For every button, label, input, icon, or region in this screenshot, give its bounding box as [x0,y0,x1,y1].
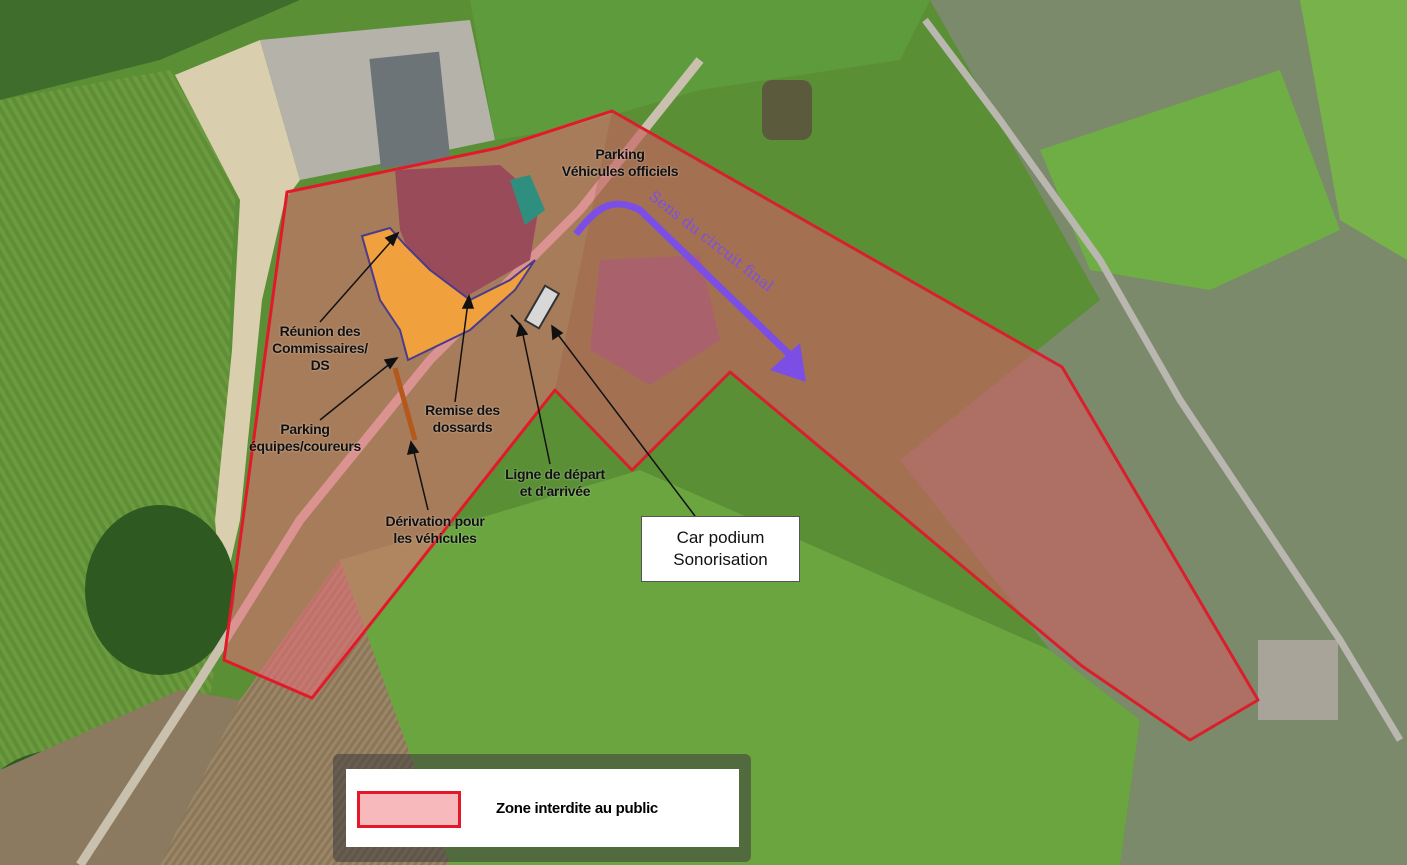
label-reunion: Réunion des Commissaires/ DS [272,323,368,373]
cemetery [1258,640,1338,720]
arrow-podium [555,331,696,517]
label-remise: Remise des dossards [425,402,500,435]
label-derivation: Dérivation pour les véhicules [385,513,485,546]
podium-car-marker [523,284,561,330]
legend-zone-label: Zone interdite au public [496,800,658,817]
teal-roof [510,175,545,225]
arrow-remise-head [461,294,475,309]
start-line-marker [510,314,521,326]
quarry-area [175,40,300,600]
arrow-remise [454,301,469,403]
arrow-ligne-head [515,322,529,337]
field-northwest [0,0,300,100]
arrow-podium-head [551,324,564,341]
village-road [922,17,1404,742]
legend-zone-swatch [357,791,461,828]
podium-line-2: Sonorisation [673,550,768,569]
main-building [395,165,540,300]
circuit-arrow-head [770,343,806,382]
label-parking-officiels: Parking Véhicules officiels [561,146,679,179]
warehouse-roof [369,51,451,169]
arrow-parking-head [383,356,399,370]
depot-building [590,255,720,385]
forbidden-zone-corridor [555,111,1258,740]
arrow-parking-equipes [319,361,393,421]
pond [762,80,812,140]
field-east [1300,0,1407,260]
team-parking-area [360,226,536,362]
arrow-reunion-head [384,231,400,247]
podium-callout: Car podium Sonorisation [641,516,800,582]
label-parking-equipes: Parking équipes/coureurs [249,421,361,454]
arrow-ligne [521,329,551,465]
label-ligne: Ligne de départ et d'arrivée [505,466,605,499]
arrow-derivation [412,447,429,511]
field-northeast [1040,70,1340,290]
field-north [470,0,930,140]
field-southwest [0,690,240,865]
circuit-direction-arrow [573,200,793,358]
tree-clump [85,505,235,675]
arrow-reunion [319,236,396,323]
deviation-line [392,367,418,441]
podium-line-1: Car podium [676,528,765,547]
arrow-derivation-head [406,440,420,455]
